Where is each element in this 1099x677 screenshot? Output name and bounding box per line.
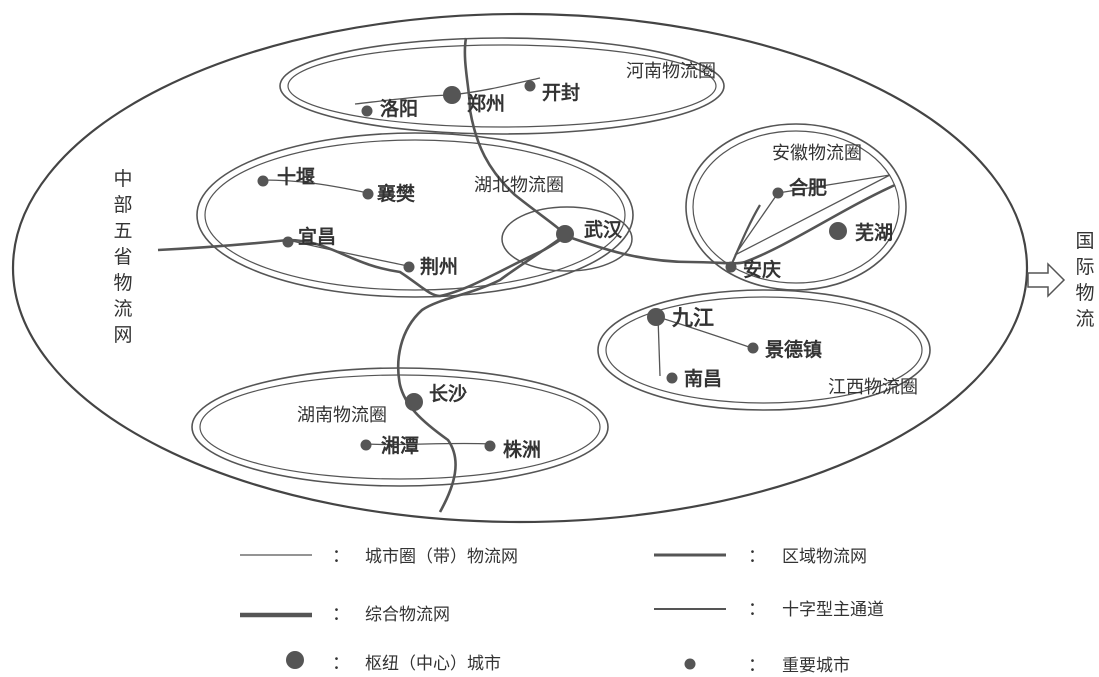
label-hunan-circle: 湖南物流圈 [297,405,387,426]
legend-label-hub-city: 枢纽（中心）城市 [365,654,501,674]
city-yichang [282,236,294,248]
legend-colon: ： [748,546,766,567]
label-jiangxi-circle: 江西物流圈 [828,377,918,398]
hub-zhengzhou [443,86,461,104]
label-jingzhou: 荆州 [420,255,458,278]
legend-colon: ： [332,604,350,625]
label-jiujiang: 九江 [671,306,714,330]
international-label: 国际物流 [1075,230,1095,330]
label-luoyang: 洛阳 [380,97,418,120]
outer-region-label: 中部五省物流网 [113,168,133,346]
anhui-circle [685,123,907,291]
city-zhuzhou [484,440,496,452]
label-henan-circle: 河南物流圈 [626,61,716,82]
city-luoyang [361,105,373,117]
city-hefei [772,187,784,199]
label-yichang: 宜昌 [298,225,336,248]
east-west-corridor [157,183,896,298]
hub-wuhu [829,222,847,240]
city-nanchang [666,372,678,384]
label-hefei: 合肥 [789,176,827,199]
hunan-circle [191,367,609,487]
hub-wuhan [556,225,574,243]
legend-colon: ： [748,655,766,676]
north-south-corridor [396,37,567,513]
city-anqing [725,261,737,273]
legend: ： 城市圈（带）物流网 ： 区域物流网 ： 综合物流网 ： 十字型主通道 ： 枢… [240,546,884,676]
label-wuhan: 武汉 [584,219,623,241]
city-dots [257,80,847,452]
legend-label-important-city: 重要城市 [782,656,850,676]
outer-region-ellipse [11,12,1029,524]
label-zhuzhou: 株洲 [503,438,541,461]
city-jingdezhen [747,342,759,354]
label-xiangtan: 湘潭 [381,434,419,457]
hub-changsha [405,393,423,411]
legend-label-regional: 区域物流网 [782,547,867,567]
city-xiangtan [360,439,372,451]
legend-colon: ： [332,653,350,674]
hubei-circle [196,132,634,298]
legend-label-cross-corridor: 十字型主通道 [782,600,884,620]
city-xiangfan [362,188,374,200]
legend-important-dot [684,658,696,670]
label-shiyan: 十堰 [277,165,315,188]
label-xiangfan: 襄樊 [376,182,416,205]
legend-label-integrated: 综合物流网 [365,605,450,625]
city-shiyan [257,175,269,187]
legend-label-city-ring: 城市圈（带）物流网 [365,547,518,567]
label-zhengzhou: 郑州 [467,93,505,115]
label-nanchang: 南昌 [684,368,722,390]
label-anqing: 安庆 [743,258,781,281]
label-kaifeng: 开封 [542,81,580,104]
city-ring-lines [262,77,891,446]
international-arrow [1027,262,1066,298]
city-jingzhou [403,261,415,273]
legend-colon: ： [748,599,766,620]
label-changsha: 长沙 [429,383,467,405]
city-kaifeng [524,80,536,92]
henan-circle [279,37,725,135]
hub-jiujiang [647,308,665,326]
label-jingdezhen: 景德镇 [765,338,822,361]
label-hubei-circle: 湖北物流圈 [474,175,564,196]
legend-hub-dot [286,651,304,669]
label-anhui-circle: 安徽物流圈 [772,143,862,164]
wuhan-local-circle [501,206,633,272]
legend-colon: ： [332,546,350,567]
jiangxi-circle [597,289,931,411]
label-wuhu: 芜湖 [855,221,893,244]
